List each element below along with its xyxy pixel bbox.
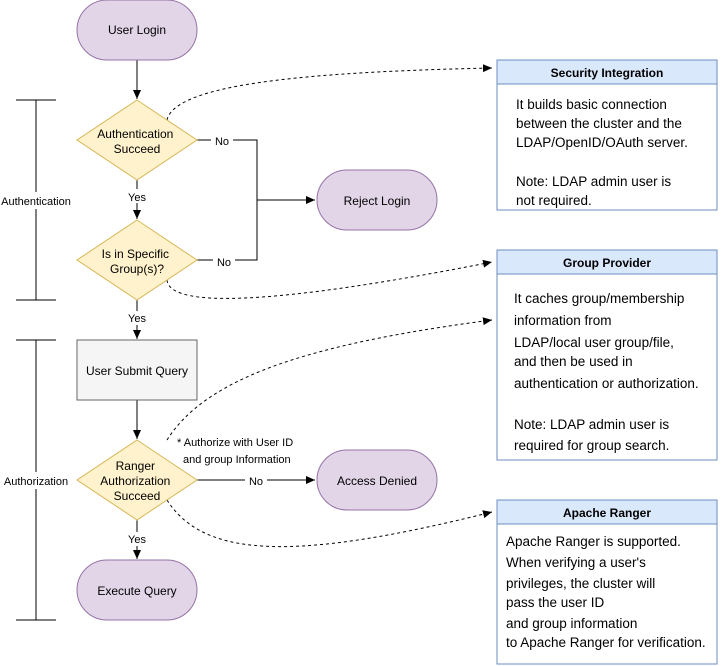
group-provider-note: Group Provider It caches group/membershi… <box>496 249 718 461</box>
ranger-authorization-label: Ranger Authorization Succeed <box>100 459 173 503</box>
execute-query-label: Execute Query <box>97 584 176 598</box>
group-yes-label: Yes <box>128 313 146 325</box>
link-to-ranger-annotation <box>166 317 493 441</box>
annotation-edges <box>166 64 493 548</box>
reject-login-label: Reject Login <box>344 194 411 208</box>
user-login-node: User Login <box>76 0 198 61</box>
ranger-authorization-decision: Ranger Authorization Succeed <box>76 439 198 521</box>
ranger-no-label: No <box>249 476 263 488</box>
user-submit-query-node: User Submit Query <box>76 339 198 401</box>
group-provider-title: Group Provider <box>563 256 651 270</box>
link-to-group-provider <box>166 259 493 299</box>
edge-group-no <box>197 200 258 261</box>
ranger-annotation: * Authorize with User ID and group Infor… <box>177 437 296 466</box>
apache-ranger-title: Apache Ranger <box>563 506 651 520</box>
group-no-label: No <box>217 257 231 269</box>
access-denied-label: Access Denied <box>337 474 417 488</box>
group-membership-decision: Is in Specific Group(s)? <box>76 219 198 301</box>
link-to-apache-ranger <box>166 499 493 548</box>
authentication-phase-label: Authentication <box>1 196 71 208</box>
execute-query-node: Execute Query <box>76 559 198 621</box>
user-submit-query-label: User Submit Query <box>86 364 188 378</box>
group-membership-label: Is in Specific Group(s)? <box>102 247 173 276</box>
authorization-phase-label: Authorization <box>4 476 68 488</box>
apache-ranger-body: Apache Ranger is supported. When verifyi… <box>506 534 706 650</box>
security-integration-title: Security Integration <box>551 66 664 80</box>
link-to-security-integration <box>166 64 493 121</box>
authentication-succeed-label: Authentication Succeed <box>97 127 176 156</box>
user-login-label: User Login <box>108 23 166 37</box>
auth-yes-label: Yes <box>128 192 146 204</box>
access-denied-node: Access Denied <box>316 449 438 511</box>
reject-login-node: Reject Login <box>316 169 438 231</box>
security-integration-body: It builds basic connection between the c… <box>516 97 692 208</box>
authentication-succeed-decision: Authentication Succeed <box>76 99 198 181</box>
edge-auth-no <box>197 139 258 200</box>
apache-ranger-note: Apache Ranger Apache Ranger is supported… <box>496 499 718 665</box>
security-integration-note: Security Integration It builds basic con… <box>496 59 718 211</box>
auth-no-label: No <box>215 136 229 148</box>
ranger-yes-label: Yes <box>128 534 146 546</box>
group-provider-body: It caches group/membership information f… <box>514 291 702 453</box>
